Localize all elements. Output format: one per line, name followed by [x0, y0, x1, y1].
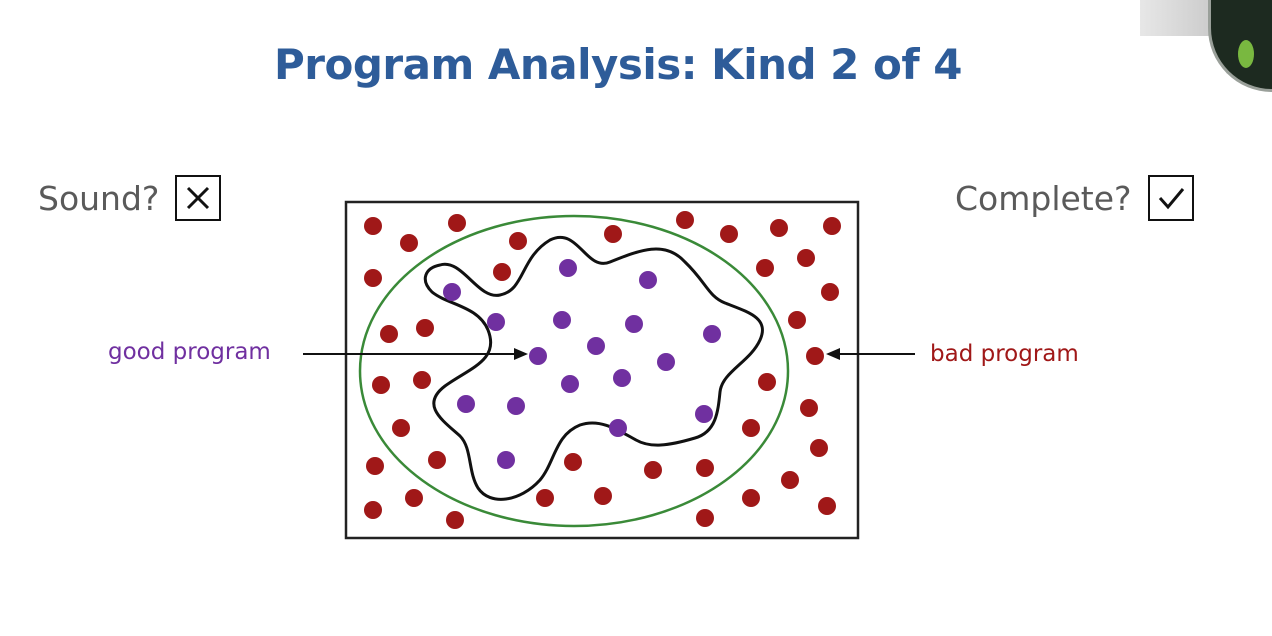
good-program-label: good program [108, 339, 271, 365]
bad-program-dot [364, 501, 382, 519]
bad-program-dot [413, 371, 431, 389]
bad-program-dot [380, 325, 398, 343]
bad-program-label: bad program [930, 341, 1079, 367]
good-program-dot [507, 397, 525, 415]
bad-program-dot [676, 211, 694, 229]
bad-program-dot [758, 373, 776, 391]
bad-program-dot [644, 461, 662, 479]
bad-program-dot [756, 259, 774, 277]
good-program-dot [703, 325, 721, 343]
bad-program-dot [509, 232, 527, 250]
bad-program-dot [536, 489, 554, 507]
bad-program-dot [400, 234, 418, 252]
bad-program-dot [364, 269, 382, 287]
bad-program-dot [416, 319, 434, 337]
good-program-dot [553, 311, 571, 329]
good-program-dot [657, 353, 675, 371]
bad-program-dot [564, 453, 582, 471]
bad-program-dot [594, 487, 612, 505]
bad-program-dot [446, 511, 464, 529]
bad-program-dot [493, 263, 511, 281]
bad-program-dot [742, 489, 760, 507]
bad-program-dot [800, 399, 818, 417]
good-program-dot [497, 451, 515, 469]
good-program-dot [639, 271, 657, 289]
bad-program-dot [770, 219, 788, 237]
good-program-dot [613, 369, 631, 387]
good-program-dot [561, 375, 579, 393]
bad-program-dot [823, 217, 841, 235]
good-program-dot [695, 405, 713, 423]
good-program-dot [457, 395, 475, 413]
bad-program-dot [448, 214, 466, 232]
bad-program-dot [366, 457, 384, 475]
bad-program-dot [696, 509, 714, 527]
bad-program-dot [818, 497, 836, 515]
bad-program-dot [810, 439, 828, 457]
bad-program-dot [392, 419, 410, 437]
good-program-dot [529, 347, 547, 365]
bad-program-dot [806, 347, 824, 365]
bad-program-dot [821, 283, 839, 301]
good-program-dot [625, 315, 643, 333]
bad-program-dot [742, 419, 760, 437]
bad-program-dot [604, 225, 622, 243]
good-program-dot [559, 259, 577, 277]
bad-program-dot [720, 225, 738, 243]
bad-program-dot [364, 217, 382, 235]
bad-program-dot [696, 459, 714, 477]
leaf-icon [1238, 40, 1254, 68]
bad-program-dot [405, 489, 423, 507]
good-program-dot [443, 283, 461, 301]
bad-program-dot [788, 311, 806, 329]
good-program-dot [609, 419, 627, 437]
bad-program-dot [428, 451, 446, 469]
good-program-dot [487, 313, 505, 331]
bad-program-dot [797, 249, 815, 267]
bad-program-dot [372, 376, 390, 394]
bad-program-dot [781, 471, 799, 489]
good-program-dot [587, 337, 605, 355]
